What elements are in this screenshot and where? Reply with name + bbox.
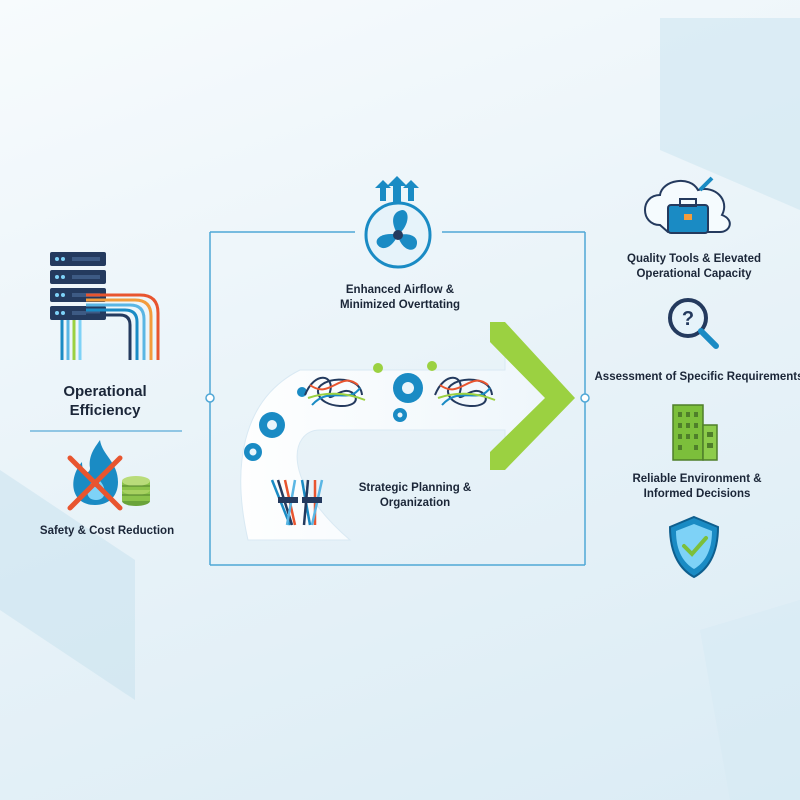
up-arrows-icon [375, 176, 419, 202]
magnifier-question-icon: ? [668, 298, 719, 349]
operational-efficiency-title: Operational Efficiency [63, 383, 147, 419]
assessment-label: Assessment of Specific Requirements [594, 371, 800, 383]
safety-cost-label: Safety & Cost Reduction [39, 525, 175, 537]
gear-icon [244, 361, 437, 461]
svg-text:?: ? [682, 308, 694, 330]
left-connector-node [205, 393, 215, 403]
quality-tools-label: Quality Tools & Elevated Operational Cap… [627, 253, 761, 280]
server-rack-icon [50, 252, 160, 360]
cable-bundle-icon [270, 479, 324, 526]
right-connector-node [580, 393, 590, 403]
center-frame [205, 231, 590, 566]
office-building-icon [672, 404, 718, 461]
coin-stack-icon [122, 476, 150, 506]
tangled-cables-icon [304, 376, 496, 408]
airflow-label: Enhanced Airflow & Minimized Overttating [339, 284, 461, 311]
no-fire-icon [67, 440, 123, 511]
process-arrow [240, 322, 575, 541]
shield-check-icon [668, 515, 720, 579]
fan-icon [364, 201, 432, 269]
cloud-toolbox-icon [644, 176, 731, 234]
reliable-env-label: Reliable Environment & Informed Decision… [632, 473, 762, 500]
planning-label: Strategic Planning & Organization [358, 482, 472, 509]
